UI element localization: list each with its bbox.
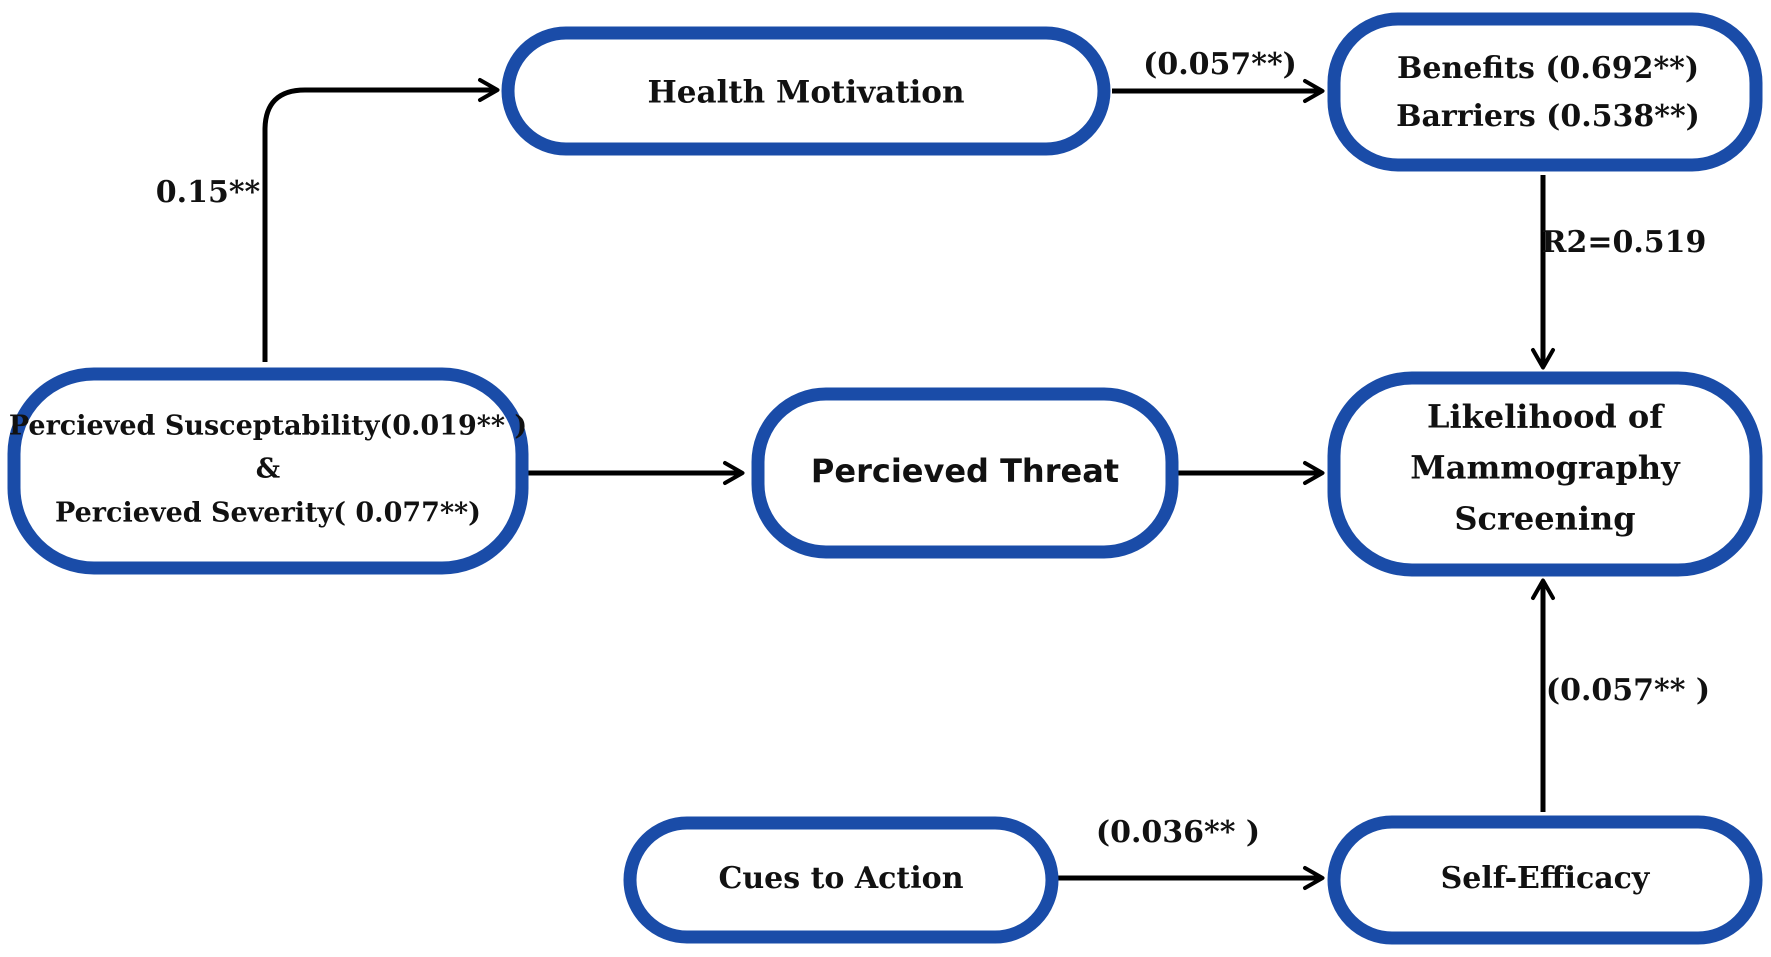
node-cues-label: Cues to Action (718, 861, 963, 896)
node-barriers-label: Barriers (0.538**) (1396, 99, 1700, 134)
node-likelihood-label-line1: Likelihood of (1427, 398, 1665, 436)
node-benefits-barriers: Benefits (0.692**) Barriers (0.538**) (1327, 12, 1763, 172)
node-likelihood: Likelihood of Mammography Screening (1327, 371, 1763, 577)
node-perceived-threat: Percieved Threat (751, 387, 1179, 559)
arrow-susceptibility-to-motivation (262, 78, 500, 362)
node-health-motivation-label: Health Motivation (647, 75, 964, 111)
edge-label-efficacy-to-likelihood: (0.057** ) (1546, 673, 1710, 708)
node-ampersand-label: & (256, 454, 280, 485)
node-self-efficacy-label: Self-Efficacy (1441, 861, 1651, 896)
edge-label-benefits-to-likelihood: R2=0.519 (1542, 225, 1707, 260)
node-health-motivation: Health Motivation (501, 26, 1111, 156)
node-susceptibility-label: Percieved Susceptability(0.019** ) (9, 411, 527, 442)
edge-label-cues-to-efficacy: (0.036** ) (1096, 815, 1260, 850)
node-threat-label: Percieved Threat (811, 452, 1119, 490)
node-likelihood-label-line2: Mammography (1410, 449, 1681, 487)
node-susceptibility-severity: Percieved Susceptability(0.019** ) & Per… (7, 367, 529, 575)
edge-label-susceptibility-to-motivation: 0.15** (156, 175, 261, 210)
node-likelihood-label-line3: Screening (1454, 500, 1635, 538)
node-cues-to-action: Cues to Action (623, 816, 1059, 944)
node-self-efficacy: Self-Efficacy (1327, 815, 1763, 945)
node-severity-label: Percieved Severity( 0.077**) (55, 498, 481, 529)
node-benefits-label: Benefits (0.692**) (1397, 51, 1699, 86)
edge-label-motivation-to-benefits: (0.057**) (1143, 47, 1297, 82)
